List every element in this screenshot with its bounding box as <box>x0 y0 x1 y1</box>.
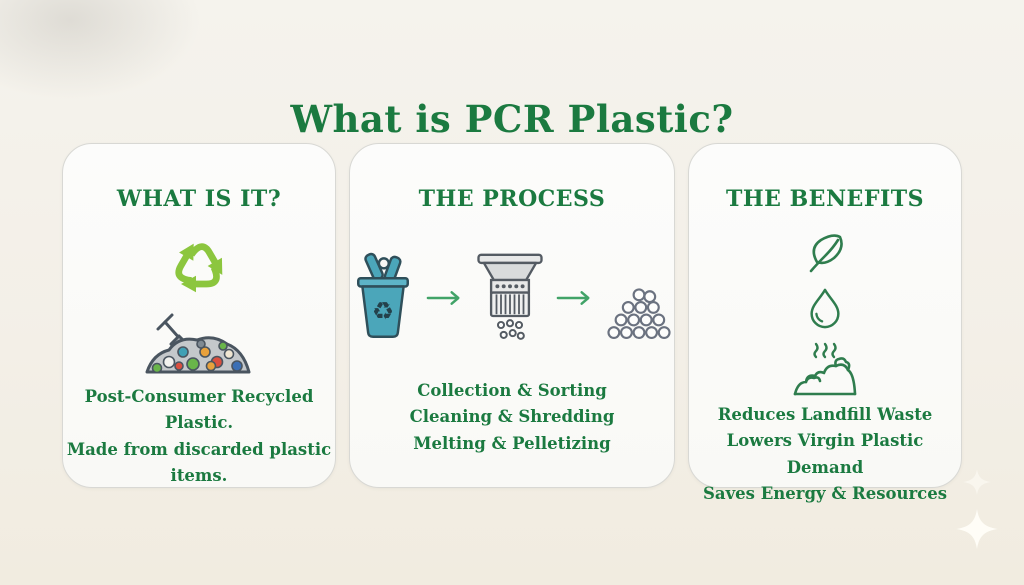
info-cards: WHAT IS IT? <box>62 143 962 503</box>
water-drop-icon <box>807 287 843 333</box>
body-line: Reduces Landfill Waste <box>717 405 933 424</box>
body-line: Post-Consumer Recycled Plastic. <box>84 387 314 433</box>
arrow-right-icon <box>426 289 464 311</box>
sparkle-icon <box>963 469 991 495</box>
recycle-bin-icon: ♻ <box>350 252 416 348</box>
card-what-is-it: WHAT IS IT? <box>62 143 336 488</box>
landfill-icon <box>792 342 858 402</box>
body-line: Melting & Pelletizing <box>413 433 611 453</box>
body-line: Made from discarded plastic items. <box>66 439 332 486</box>
card-body-text: Post-Consumer Recycled Plastic. Made fro… <box>63 384 335 490</box>
body-line: Lowers Virgin Plastic Demand <box>726 431 924 477</box>
benefit-icons <box>792 234 858 402</box>
card-heading: WHAT IS IT? <box>116 186 282 212</box>
plastic-waste-pile-icon <box>135 308 263 384</box>
card-heading: THE BENEFITS <box>726 186 924 212</box>
sparkle-icon <box>956 509 998 549</box>
pellets-pile-icon <box>604 282 674 344</box>
recycle-triangle-icon <box>154 224 244 306</box>
card-body-text: Reduces Landfill Waste Lowers Virgin Pla… <box>689 402 961 508</box>
card-body-text: Collection & Sorting Cleaning & Shreddin… <box>410 378 615 457</box>
shredder-icon <box>474 251 546 349</box>
arrow-right-icon <box>556 289 594 311</box>
body-line: Saves Energy & Resources <box>702 484 948 504</box>
svg-text:♻: ♻ <box>372 296 394 325</box>
body-line: Collection & Sorting <box>417 380 607 400</box>
body-line: Cleaning & Shredding <box>409 407 615 427</box>
card-icons <box>135 224 263 384</box>
leaf-icon <box>803 234 847 278</box>
process-icons-row: ♻ <box>350 250 674 350</box>
corner-shading <box>0 0 200 100</box>
card-the-process: THE PROCESS ♻ <box>349 143 675 488</box>
card-heading: THE PROCESS <box>418 186 606 212</box>
card-the-benefits: THE BENEFITS <box>688 143 962 503</box>
page-title: What is PCR Plastic? <box>290 96 734 141</box>
